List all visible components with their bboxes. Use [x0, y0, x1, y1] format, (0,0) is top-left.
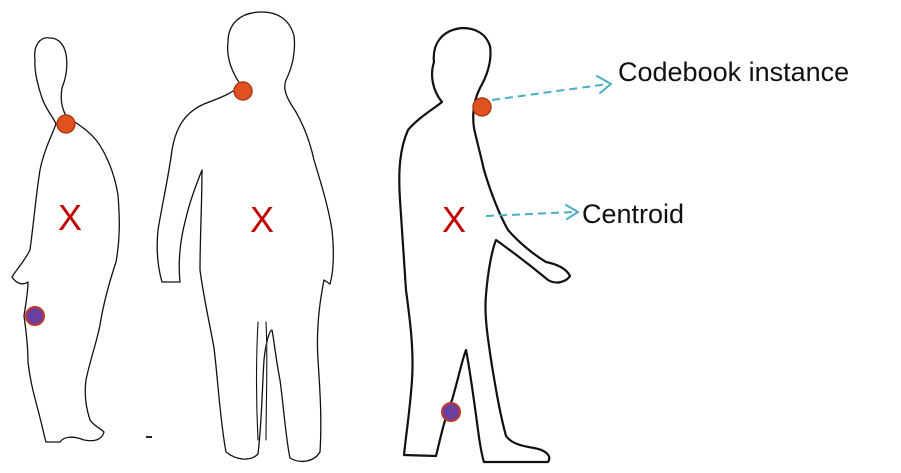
codebook-dot-knee-1	[26, 307, 44, 325]
centroid-marker-1: X	[58, 197, 82, 238]
codebook-dot-neck-3	[473, 98, 491, 116]
centroid-marker-3: X	[442, 199, 466, 240]
codebook-dot-neck-1	[57, 115, 75, 133]
centroid-marker-2: X	[250, 199, 274, 240]
silhouette-1	[12, 38, 119, 442]
codebook-dot-neck-2	[234, 82, 252, 100]
arrow-codebook	[492, 76, 611, 100]
arrow-codebook-line	[492, 84, 608, 100]
figure-1: X	[12, 38, 119, 442]
label-codebook-instance: Codebook instance	[618, 57, 849, 87]
figure-2: X	[157, 12, 333, 461]
codebook-dot-shin-3	[442, 403, 460, 421]
silhouette-2	[157, 12, 333, 461]
label-centroid: Centroid	[582, 199, 684, 229]
